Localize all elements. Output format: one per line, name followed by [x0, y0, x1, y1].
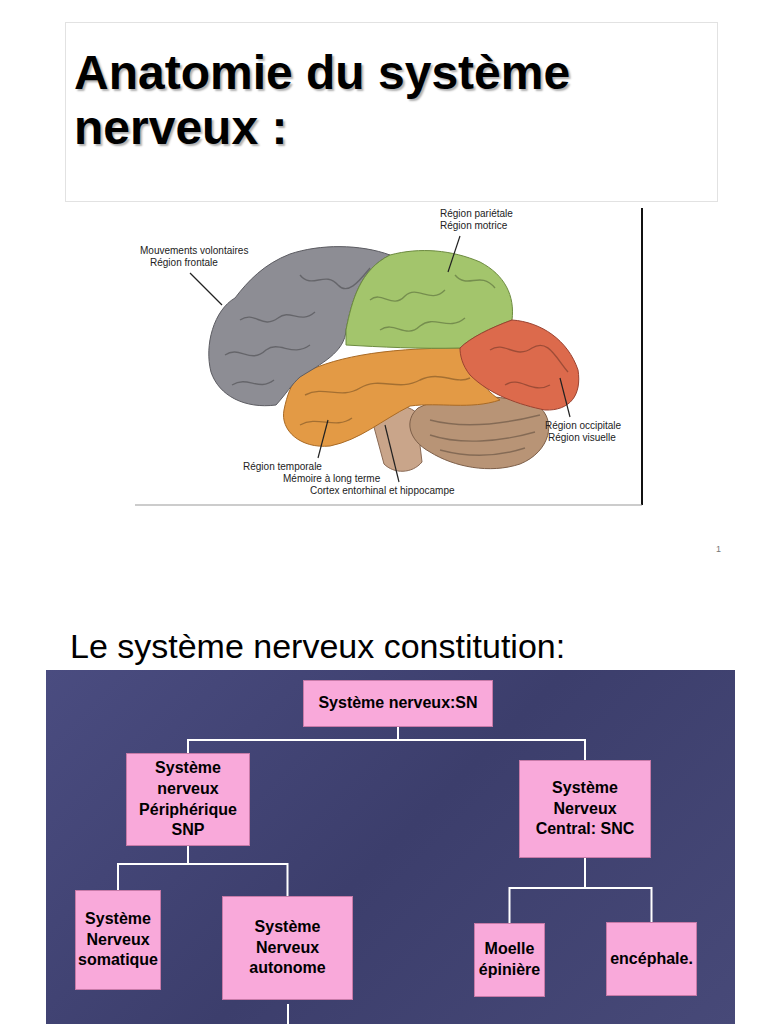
box-label: encéphale. — [610, 949, 693, 970]
box-label: Système Nerveux autonome — [228, 917, 347, 979]
process-box: Système Nerveux somatique — [75, 890, 161, 990]
tree-connector — [118, 846, 188, 890]
region-label: Région motrice — [440, 220, 507, 232]
title-box: Anatomie du système nerveux : — [65, 22, 718, 202]
tree-connector — [510, 858, 586, 923]
leader-lines — [190, 236, 570, 482]
region-label: Cortex entorhinal et hippocampe — [310, 485, 455, 497]
tree-connector — [188, 846, 288, 896]
image-border — [641, 208, 643, 505]
process-box: Système Nerveux Central: SNC — [519, 760, 651, 858]
tree-connector — [585, 858, 652, 922]
region-label: Région temporale — [243, 461, 322, 473]
brain-drawing — [135, 208, 642, 1024]
box-label: Moelle épinière — [479, 939, 540, 981]
section-heading: Le système nerveux constitution: — [70, 626, 565, 667]
region-label: Région frontale — [150, 257, 218, 269]
process-box: Moelle épinière — [474, 923, 545, 997]
process-box: Système Nerveux autonome — [222, 896, 353, 1000]
region-label: Mouvements volontaires — [140, 245, 248, 257]
process-box: encéphale. — [606, 922, 697, 996]
tree-stub — [287, 1004, 289, 1024]
region-label: Région visuelle — [548, 432, 616, 444]
process-box: Système nerveux:SN — [303, 680, 493, 727]
box-label: Système Nerveux somatique — [78, 909, 158, 971]
occipital-lobe — [460, 320, 579, 410]
image-border — [135, 505, 642, 506]
box-label: Système Nerveux Central: SNC — [525, 778, 645, 840]
process-box: Système nerveux Périphérique SNP — [126, 753, 250, 846]
region-label: Région pariétale — [440, 208, 513, 220]
region-label: Mémoire à long terme — [283, 473, 380, 485]
cerebellum — [410, 396, 549, 468]
region-label: Région occipitale — [545, 420, 621, 432]
tree-connector — [188, 727, 398, 753]
tree-connector — [398, 727, 585, 760]
box-label: Système nerveux:SN — [318, 693, 477, 714]
page-number: 1 — [716, 544, 721, 555]
title: Anatomie du système nerveux : — [74, 45, 709, 155]
box-label: Système nerveux Périphérique SNP — [132, 758, 244, 841]
gyri — [225, 268, 568, 455]
